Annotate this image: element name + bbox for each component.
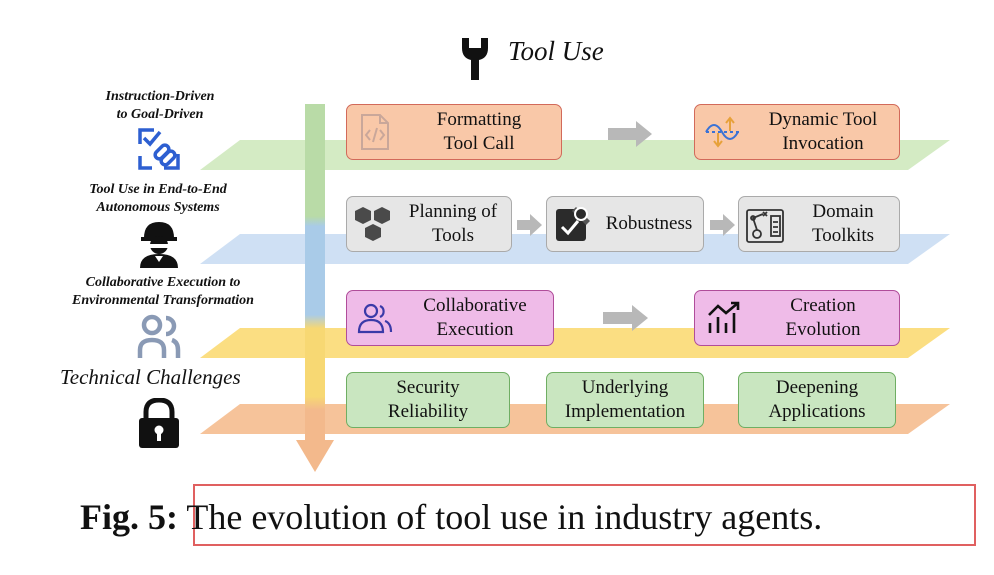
wrench-icon [458,36,492,80]
arrow-layer2-b [710,214,735,236]
wave-arrows-icon [701,115,747,149]
timeline-bar [305,104,325,444]
arrow-layer3 [603,305,648,331]
robot-arm-icon [743,204,787,244]
link-check-icon [136,126,182,172]
caption-highlight [193,484,976,546]
arrow-layer1 [608,121,652,147]
users-icon [353,302,397,334]
flow-arrows [517,121,735,331]
page-title: Tool Use [508,36,604,66]
growth-chart-icon [701,301,747,335]
hexagons-icon [351,205,395,243]
people-icon [136,314,182,360]
robustness-box: Robustness [546,196,704,252]
caption-text: The evolution of tool use in industry ag… [186,497,823,537]
stage4-label: Technical Challenges [60,365,241,389]
code-file-icon [353,113,397,151]
caption-label: Fig. 5: [80,497,178,537]
figure-caption: Fig. 5: The evolution of tool use in ind… [80,496,822,538]
arrow-layer2-a [517,214,542,236]
lock-icon [136,398,182,448]
worker-icon [136,218,182,268]
timeline-arrowhead [296,440,334,472]
wrench-check-icon [551,205,595,243]
